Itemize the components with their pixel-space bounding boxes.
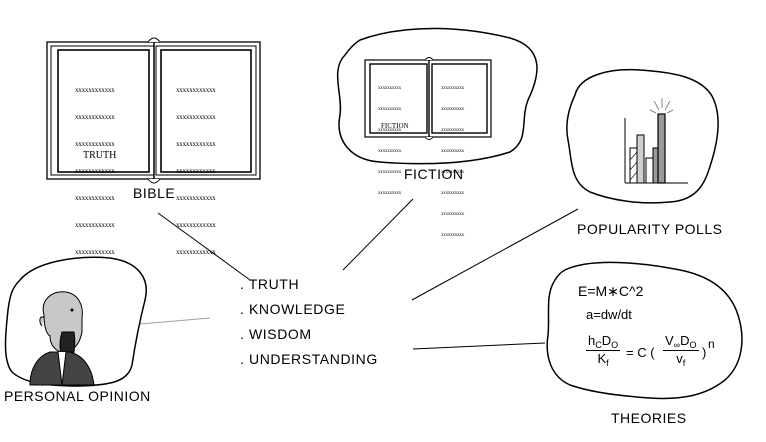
fiction-filler-line: xxxxxxxxxx: [378, 128, 402, 133]
eq-subscript: f: [682, 358, 686, 368]
eq-subscript: C: [595, 340, 602, 350]
connector-opinion: [139, 317, 211, 325]
fiction-filler-line: xxxxxxxxxx: [378, 170, 402, 175]
formula-equals-part: = C (: [626, 345, 655, 360]
fiction-filler-line: xxxxxxxxxx: [378, 86, 402, 91]
bible-filler-line: xxxxxxxxxxxx: [176, 167, 216, 175]
bible-filler-line: xxxxxxxxxxxx: [176, 113, 216, 121]
connector-polls: [411, 208, 579, 301]
connector-bible: [157, 212, 251, 281]
formula-acceleration: a=dw/dt: [586, 307, 632, 322]
formula-close-paren: ): [702, 345, 707, 360]
fiction-filler-line: xxxxxxxxxx: [441, 233, 465, 238]
fraction-numerator: hCDO: [586, 333, 620, 350]
bible-book-icon: [46, 37, 261, 184]
fiction-filler-line: xxxxxxxxxx: [441, 128, 465, 133]
list-item: . WISDOM: [240, 326, 312, 342]
person-head-icon: [29, 291, 95, 386]
fraction-numerator: V∞DO: [663, 333, 699, 350]
bible-filler-line: xxxxxxxxxxxx: [75, 140, 115, 148]
bible-filler-line: xxxxxxxxxxxx: [75, 194, 115, 202]
eq-subscript: ∞: [673, 340, 681, 350]
list-item: . TRUTH: [240, 276, 300, 292]
eq-subscript: O: [611, 340, 619, 350]
core-concepts-list: . TRUTH . KNOWLEDGE . WISDOM . UNDERSTAN…: [240, 276, 378, 376]
fiction-book-icon: [364, 57, 492, 140]
bible-filler-line: xxxxxxxxxxxx: [176, 221, 216, 229]
fiction-filler-line: xxxxxxxxxx: [441, 149, 465, 154]
opinion-label: PERSONAL OPINION: [4, 388, 151, 404]
fiction-filler-line: xxxxxxxxxx: [441, 86, 465, 91]
bible-filler-line: xxxxxxxxxxxx: [75, 167, 115, 175]
theories-label: THEORIES: [611, 410, 687, 426]
bible-page-word: TRUTH: [83, 150, 117, 161]
eq-subscript: f: [606, 358, 609, 368]
fiction-filler-line: xxxxxxxxxx: [441, 191, 465, 196]
connector-theories: [412, 342, 546, 350]
bible-filler-line: xxxxxxxxxxxx: [176, 248, 216, 256]
fiction-right-page-text: xxxxxxxxxx xxxxxxxxxx xxxxxxxxxx xxxxxxx…: [441, 71, 464, 253]
bible-left-page-text: xxxxxxxxxxxx xxxxxxxxxxxx xxxxxxxxxxxx x…: [75, 68, 115, 275]
bible-filler-line: xxxxxxxxxxxx: [176, 194, 216, 202]
fiction-filler-line: xxxxxxxxxx: [378, 191, 402, 196]
bible-filler-line: xxxxxxxxxxxx: [75, 86, 115, 94]
bible-filler-line: xxxxxxxxxxxx: [75, 221, 115, 229]
fiction-filler-line: xxxxxxxxxx: [441, 212, 465, 217]
bible-filler-line: xxxxxxxxxxxx: [75, 113, 115, 121]
bible-filler-line: xxxxxxxxxxxx: [75, 248, 115, 256]
formula-exponent: n: [708, 337, 715, 351]
fraction-bar: Kf: [586, 350, 621, 368]
fiction-label: FICTION: [404, 166, 464, 182]
fraction-bar: vf: [663, 350, 699, 368]
eq-symbol: D: [680, 333, 690, 348]
eq-symbol: D: [601, 333, 612, 348]
formula-energy: E=M∗C^2: [578, 283, 644, 299]
fiction-left-page-text: xxxxxxxxxx xxxxxxxxxx xxxxxxxxxx xxxxxxx…: [378, 71, 401, 211]
bible-filler-line: xxxxxxxxxxxx: [176, 86, 216, 94]
eq-symbol: K: [597, 351, 607, 366]
bar-chart-icon: [624, 98, 688, 184]
fiction-filler-line: xxxxxxxxxx: [441, 170, 465, 175]
polls-label: POPULARITY POLLS: [577, 221, 723, 237]
theories-cloud-shape: [546, 261, 743, 400]
eq-subscript: O: [689, 340, 697, 350]
formula-fraction-right: V∞DO vf: [663, 333, 699, 368]
fiction-page-word: FICTION: [381, 122, 409, 130]
list-item: . KNOWLEDGE: [240, 301, 346, 317]
list-item: . UNDERSTANDING: [240, 351, 378, 367]
eq-symbol: v: [676, 351, 683, 366]
bible-label: BIBLE: [133, 185, 176, 201]
eq-symbol: V: [665, 333, 674, 348]
fiction-filler-line: xxxxxxxxxx: [441, 107, 465, 112]
connector-fiction: [342, 198, 414, 271]
fiction-filler-line: xxxxxxxxxx: [378, 149, 402, 154]
bible-right-page-text: xxxxxxxxxxxx xxxxxxxxxxxx xxxxxxxxxxxx x…: [176, 68, 216, 275]
fiction-filler-line: xxxxxxxxxx: [378, 107, 402, 112]
formula-fraction-left: hCDO Kf: [586, 333, 621, 368]
bible-filler-line: xxxxxxxxxxxx: [176, 140, 216, 148]
eq-symbol: h: [588, 333, 596, 348]
